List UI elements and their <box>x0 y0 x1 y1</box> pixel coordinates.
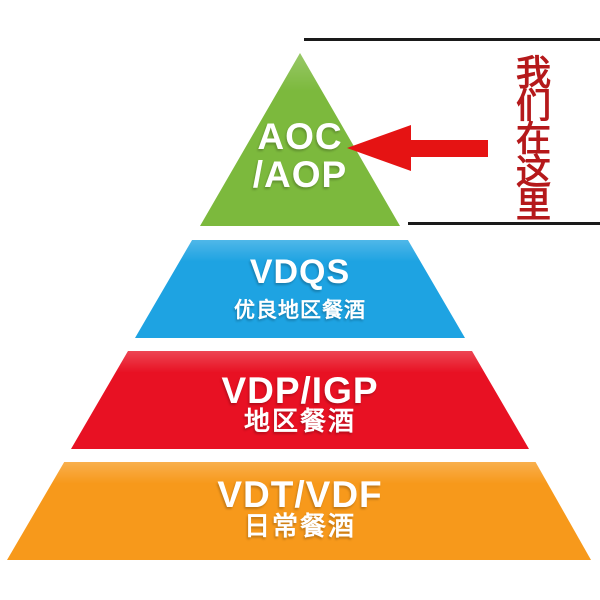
annotation-rule-bottom <box>408 222 600 225</box>
level-vdp-code: VDP/IGP <box>221 370 379 411</box>
pyramid-level-vdqs <box>135 240 465 338</box>
level-vdt-code: VDT/VDF <box>217 474 383 515</box>
level-vdt-subtitle: 日常餐酒 <box>243 511 356 541</box>
level-vdqs-code: VDQS <box>249 253 351 291</box>
level-aoc-code-line1: AOC <box>257 116 343 157</box>
annotation-rule-top <box>304 38 600 41</box>
level-vdqs-subtitle: 优良地区餐酒 <box>234 299 366 322</box>
pyramid-level-vdt <box>7 462 591 560</box>
arrow-left-icon <box>347 125 488 171</box>
arrow-left-shape <box>347 125 488 171</box>
level-aoc-code-line2: /AOP <box>252 154 348 195</box>
level-vdp-subtitle: 地区餐酒 <box>243 406 356 436</box>
pyramid-level-vdp <box>71 351 529 449</box>
we-are-here-label: 我们在这里 <box>511 54 550 219</box>
